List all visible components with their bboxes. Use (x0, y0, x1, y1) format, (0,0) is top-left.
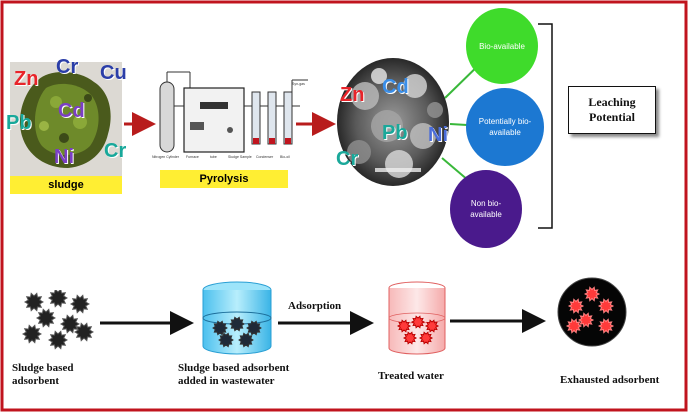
adsorbent-particles (21, 290, 95, 350)
metal-symbol: Pb (6, 112, 32, 134)
adsorbent-particle (212, 320, 228, 336)
exhausted-adsorbent-label: Exhausted adsorbent (560, 374, 660, 386)
sludge-lump (19, 71, 111, 168)
adsorbent-particle (35, 308, 57, 328)
pyrolysis-part-label: Furnace (186, 155, 199, 159)
adsorbent-particle (59, 314, 81, 334)
adsorbent-particle (246, 320, 262, 336)
metal-symbol: Ni (428, 124, 448, 146)
bio-available-label: Bio-available (479, 41, 525, 51)
bio-available-circle: Bio-available (466, 8, 538, 84)
adsorbent-particle (229, 316, 245, 332)
metal-symbol: Cr (104, 140, 127, 162)
metal-symbol: Cd (58, 100, 85, 122)
pyrolysis-part-label: tube (210, 155, 217, 159)
metal-symbol: Pb (382, 122, 408, 144)
furnace (183, 87, 245, 153)
pyrolysis-part-label: Condenser (256, 155, 274, 159)
adsorbent-added-label: Sludge based adsorbent added in wastewat… (178, 362, 290, 387)
adsorbent-particle (583, 286, 601, 302)
adsorbent-particle (565, 318, 583, 334)
potentially-bio-available-label: Potentially bio-available (478, 117, 532, 137)
leaching-potential-label: Leaching Potential (588, 95, 636, 124)
adsorbent-particle (21, 324, 43, 344)
adsorbent-particle (238, 332, 254, 348)
adsorbent-particle (73, 322, 95, 342)
pyrolysis-label: Pyrolysis (160, 170, 288, 188)
adsorbent-particle (69, 294, 91, 314)
pyrolysis-part-label: Bio-oil (280, 155, 290, 159)
metal-symbol: Cr (56, 56, 79, 78)
pyrolysis-part-label: Syn-gas (292, 82, 305, 86)
sludge-adsorbent-label: Sludge based adsorbent (12, 362, 74, 387)
adsorbent-particle (597, 318, 615, 334)
pyrolysis-part-label: Sludge Sample (228, 155, 252, 159)
non-bio-available-label: Non bio-available (470, 199, 502, 219)
adsorbent-particle (402, 331, 418, 345)
adsorption-label: Adsorption (288, 300, 342, 312)
adsorbent-particle (577, 312, 595, 328)
exhausted-adsorbent-dish (557, 277, 627, 347)
metal-symbol: Cu (100, 62, 127, 84)
biochar-image (337, 58, 449, 186)
sludge-photo (10, 62, 122, 178)
adsorbent-particle (424, 319, 440, 333)
sludge-label: sludge (10, 176, 122, 194)
pyrolysis-part-label: Nitrogen Cylinder (152, 155, 180, 159)
leaching-potential-box: Leaching Potential (568, 86, 656, 134)
treated-water-label: Treated water (378, 370, 444, 382)
metal-symbol: Cd (382, 76, 409, 98)
metal-symbol: Zn (14, 68, 39, 90)
non-bio-available-circle: Non bio-available (450, 170, 522, 248)
potentially-bio-available-circle: Potentially bio-available (466, 88, 544, 166)
metal-symbol: Cr (336, 148, 359, 170)
adsorbent-particle (47, 290, 69, 308)
treated-water-beaker (388, 281, 446, 355)
adsorbent-particle (218, 332, 234, 348)
adsorbent-particle (23, 292, 45, 312)
metal-symbol: Zn (340, 84, 365, 106)
adsorbent-particle (597, 298, 615, 314)
adsorbent-particle (47, 330, 69, 350)
adsorbent-particle (567, 298, 585, 314)
leaching-bracket (538, 23, 553, 229)
metal-symbol: Ni (54, 146, 74, 168)
adsorbent-particle (396, 319, 412, 333)
adsorbent-particle (418, 331, 434, 345)
wastewater-beaker (202, 281, 272, 355)
adsorbent-particle (410, 315, 426, 329)
pyrolysis-apparatus (159, 71, 308, 153)
